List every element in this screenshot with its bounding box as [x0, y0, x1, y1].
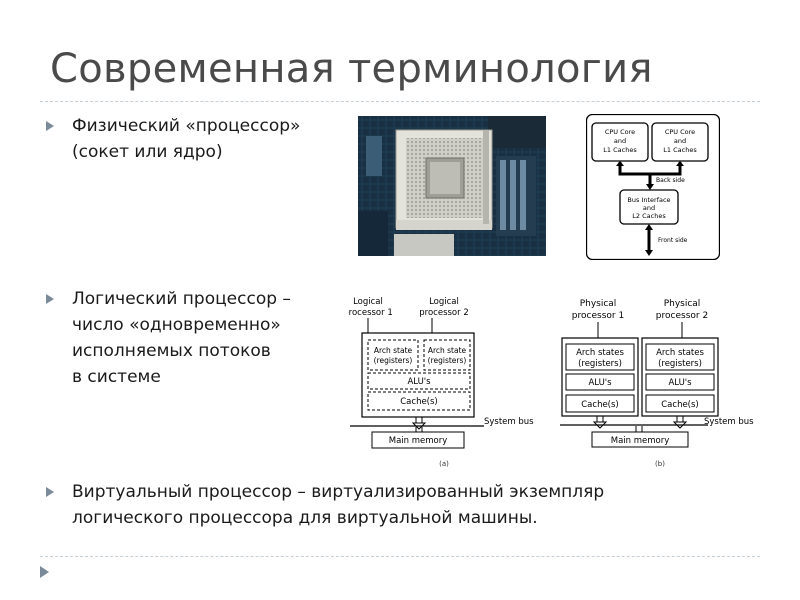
bullet-line: число «одновременно» — [72, 315, 281, 335]
logical-proc1-label: Logical — [353, 297, 383, 307]
bus-line: Bus Interface — [627, 196, 670, 204]
bullet-logical-processor: Логический процессор – число «одновремен… — [72, 286, 291, 390]
arch1-line: Arch state — [374, 346, 413, 355]
bullet-marker-2 — [46, 294, 54, 304]
physical-proc2-label: Physical — [664, 299, 701, 309]
front-side-label: Front side — [658, 237, 688, 244]
bullet-line: Логический процессор – — [72, 289, 291, 309]
footer-arrow-icon — [40, 566, 49, 578]
cpu-core-diagram: CPU Core and L1 Caches CPU Core and L1 C… — [585, 113, 721, 264]
bullet-line: Физический «процессор» — [72, 116, 301, 136]
bullet-line: (сокет или ядро) — [72, 142, 223, 162]
slide-title: Современная терминология — [50, 46, 653, 92]
arch2-line: Arch state — [428, 346, 467, 355]
phys-alus2: ALU's — [668, 378, 692, 388]
core2-line: L1 Caches — [663, 146, 697, 154]
phys-alus1: ALU's — [588, 378, 612, 388]
phys-cache2: Cache(s) — [661, 400, 699, 410]
physical-system-bus: System bus — [704, 417, 754, 427]
logical-alus: ALU's — [407, 377, 431, 387]
cpu-socket-photo — [358, 116, 546, 256]
logical-caption: (a) — [439, 460, 449, 468]
core1-line: CPU Core — [605, 128, 635, 136]
phys-arch2-line: Arch states — [656, 348, 704, 358]
core1-line: L1 Caches — [603, 146, 637, 154]
arch2-line: (registers) — [428, 356, 467, 365]
logical-processor-diagram: Logical processor 1 Logical processor 2 … — [343, 292, 540, 476]
bullet-marker-1 — [46, 121, 54, 131]
logical-proc1-label: processor 1 — [348, 308, 393, 318]
bus-line: and — [643, 204, 655, 212]
core1-line: and — [614, 137, 626, 145]
phys-arch1-line: (registers) — [578, 359, 622, 369]
logical-proc2-label: processor 2 — [419, 308, 468, 318]
physical-caption: (b) — [655, 460, 665, 468]
core2-line: CPU Core — [665, 128, 695, 136]
bullet-physical-processor: Физический «процессор» (сокет или ядро) — [72, 113, 300, 165]
back-side-label: Back side — [656, 177, 685, 184]
bus-line: L2 Caches — [632, 212, 666, 220]
physical-proc2-label: processor 2 — [656, 311, 708, 321]
bullet-line: в системе — [72, 367, 161, 387]
physical-processor-diagram: Physical processor 1 Physical processor … — [558, 292, 768, 476]
physical-main-memory: Main memory — [611, 436, 670, 446]
physical-proc1-label: Physical — [580, 299, 617, 309]
logical-main-memory: Main memory — [389, 436, 448, 446]
bullet-line: исполняемых потоков — [72, 341, 271, 361]
logical-system-bus: System bus — [484, 417, 534, 427]
physical-proc1-label: processor 1 — [572, 311, 624, 321]
logical-cache: Cache(s) — [400, 397, 438, 407]
title-divider — [40, 101, 760, 102]
arch1-line: (registers) — [374, 356, 413, 365]
phys-arch2-line: (registers) — [658, 359, 702, 369]
bullet-line: Виртуальный процессор – виртуализированн… — [72, 482, 605, 502]
bullet-line: логического процессора для виртуальной м… — [72, 508, 538, 528]
phys-arch1-line: Arch states — [576, 348, 624, 358]
phys-cache1: Cache(s) — [581, 400, 619, 410]
logical-proc2-label: Logical — [429, 297, 459, 307]
bullet-marker-3 — [46, 487, 54, 497]
bullet-virtual-processor: Виртуальный процессор – виртуализированн… — [72, 479, 604, 531]
footer-divider — [40, 556, 760, 557]
core2-line: and — [674, 137, 686, 145]
